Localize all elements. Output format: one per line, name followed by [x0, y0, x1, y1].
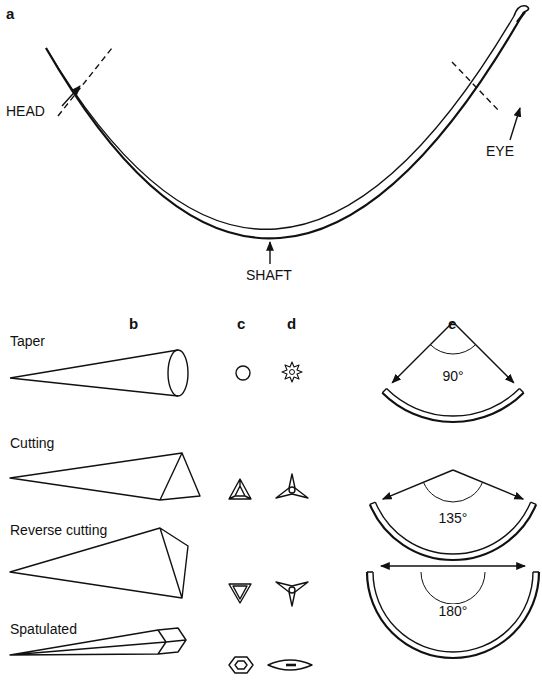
part-name: SHAFT — [246, 268, 292, 282]
curvature-figure — [370, 504, 536, 560]
point-type: Reverse cutting — [10, 523, 107, 537]
curvature-figure — [375, 502, 530, 554]
point-type: Spatulated — [10, 622, 77, 636]
angle-label: 180° — [438, 604, 469, 618]
curvature-figure — [373, 572, 533, 652]
curvature-figure — [367, 572, 539, 658]
curvature-figure — [421, 572, 485, 604]
curvature-figure — [423, 482, 482, 502]
panel-letter: c — [237, 316, 245, 331]
part-name: EYE — [486, 144, 514, 158]
curvature-figure — [383, 470, 453, 499]
curvature-figure — [382, 388, 523, 392]
point-type: Taper — [10, 334, 45, 348]
curvature-figure — [367, 571, 539, 572]
curvature-figure — [453, 470, 523, 499]
panel-letter: a — [6, 6, 14, 21]
curvature-figure — [381, 565, 525, 566]
angle-label: 135° — [438, 511, 469, 525]
curvature-figure — [382, 393, 523, 422]
part-name: HEAD — [6, 104, 45, 118]
point-type: Cutting — [10, 436, 54, 450]
curvature-figure — [430, 345, 475, 354]
panel-letter: b — [129, 316, 138, 331]
angle-label: 90° — [441, 369, 464, 383]
panel-letter: e — [448, 316, 456, 331]
curvature-figure — [387, 388, 520, 416]
panel-letter: d — [287, 316, 296, 331]
